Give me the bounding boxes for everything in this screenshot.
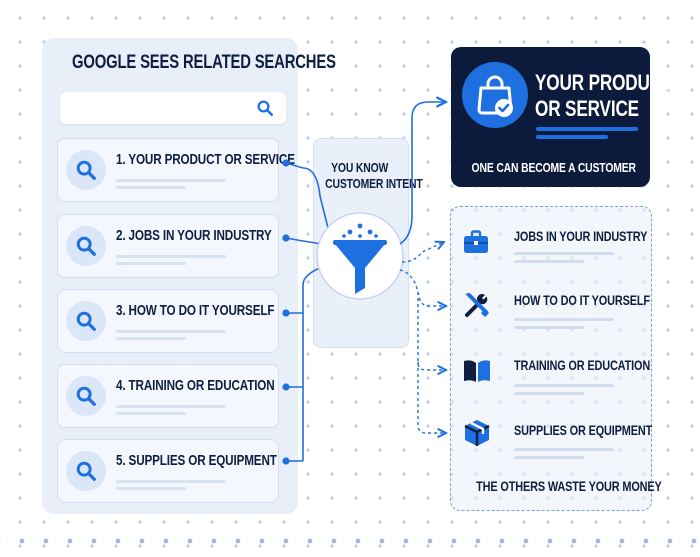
product-title-line-2: OR SERVICE — [535, 96, 639, 121]
funnel-icon — [316, 212, 404, 300]
search-item-label: 2. JOBS IN YOUR INDUSTRY — [116, 227, 272, 244]
connector-dot — [282, 234, 290, 242]
connector-dot — [282, 383, 290, 391]
placeholder-line — [116, 262, 186, 265]
search-item-label: 1. YOUR PRODUCT OR SERVICE — [116, 151, 295, 168]
background-dot-row — [0, 536, 700, 546]
placeholder-line — [514, 260, 584, 263]
search-item-label: 4. TRAINING OR EDUCATION — [116, 377, 275, 394]
placeholder-line — [514, 326, 584, 329]
intent-line-2: CUSTOMER INTENT — [325, 176, 423, 191]
search-icon-badge — [66, 150, 106, 190]
other-item-label: HOW TO DO IT YOURSELF — [514, 292, 650, 308]
search-icon — [76, 311, 96, 331]
box-icon — [464, 420, 490, 446]
placeholder-line — [116, 186, 186, 189]
placeholder-line — [116, 487, 186, 490]
search-item-product[interactable]: 1. YOUR PRODUCT OR SERVICE — [57, 138, 295, 202]
placeholder-line — [116, 412, 186, 415]
product-subtitle: ONE CAN BECOME A CUSTOMER — [451, 160, 650, 175]
placeholder-line — [116, 337, 186, 340]
search-item-jobs[interactable]: 2. JOBS IN YOUR INDUSTRY — [57, 214, 279, 278]
product-title-line-1: YOUR PRODUCT — [535, 70, 673, 95]
placeholder-line — [514, 392, 584, 395]
product-arrow — [399, 102, 446, 245]
connector-dot — [282, 309, 290, 317]
placeholder-line — [514, 384, 614, 387]
search-icon — [76, 386, 96, 406]
placeholder-line — [116, 330, 226, 333]
search-input[interactable] — [60, 92, 286, 124]
others-footer: THE OTHERS WASTE YOUR MONEY — [450, 478, 662, 494]
search-icon-badge — [66, 301, 106, 341]
search-item-diy[interactable]: 3. HOW TO DO IT YOURSELF — [57, 289, 279, 353]
search-icon — [76, 160, 96, 180]
placeholder-line — [116, 480, 226, 483]
accent-bar — [536, 127, 638, 131]
placeholder-line — [514, 318, 614, 321]
other-searches-panel — [450, 206, 652, 511]
shopping-bag-check-icon — [462, 62, 528, 128]
customer-intent-text: YOU KNOW CUSTOMER INTENT — [313, 160, 423, 192]
placeholder-line — [116, 405, 226, 408]
search-icon-badge — [66, 226, 106, 266]
other-item-label: SUPPLIES OR EQUIPMENT — [514, 422, 653, 438]
briefcase-icon — [464, 230, 488, 253]
search-item-label: 5. SUPPLIES OR EQUIPMENT — [116, 452, 277, 469]
intent-line-1: YOU KNOW — [331, 160, 389, 175]
search-item-training[interactable]: 4. TRAINING OR EDUCATION — [57, 364, 279, 428]
search-icon — [76, 461, 96, 481]
search-item-label: 3. HOW TO DO IT YOURSELF — [116, 302, 275, 319]
search-item-supplies[interactable]: 5. SUPPLIES OR EQUIPMENT — [57, 439, 279, 503]
placeholder-line — [514, 448, 614, 451]
placeholder-line — [116, 179, 226, 182]
search-icon[interactable] — [256, 99, 274, 117]
connector-dot — [282, 457, 290, 465]
others-footer-text: THE OTHERS WASTE YOUR MONEY — [476, 478, 662, 494]
other-item-label: JOBS IN YOUR INDUSTRY — [514, 228, 648, 244]
item-connectors — [282, 159, 331, 465]
placeholder-line — [514, 456, 584, 459]
other-item-label: TRAINING OR EDUCATION — [514, 357, 651, 373]
others-arrows — [399, 242, 446, 433]
search-icon-badge — [66, 451, 106, 491]
tools-icon — [465, 293, 489, 317]
book-icon — [464, 360, 490, 382]
accent-bar — [536, 135, 608, 139]
placeholder-line — [116, 255, 226, 258]
placeholder-line — [514, 252, 614, 255]
search-icon-badge — [66, 376, 106, 416]
product-subtitle-text: ONE CAN BECOME A CUSTOMER — [471, 160, 636, 175]
connector-dot — [282, 159, 290, 167]
product-title: YOUR PRODUCT OR SERVICE — [535, 70, 672, 122]
search-icon — [76, 236, 96, 256]
